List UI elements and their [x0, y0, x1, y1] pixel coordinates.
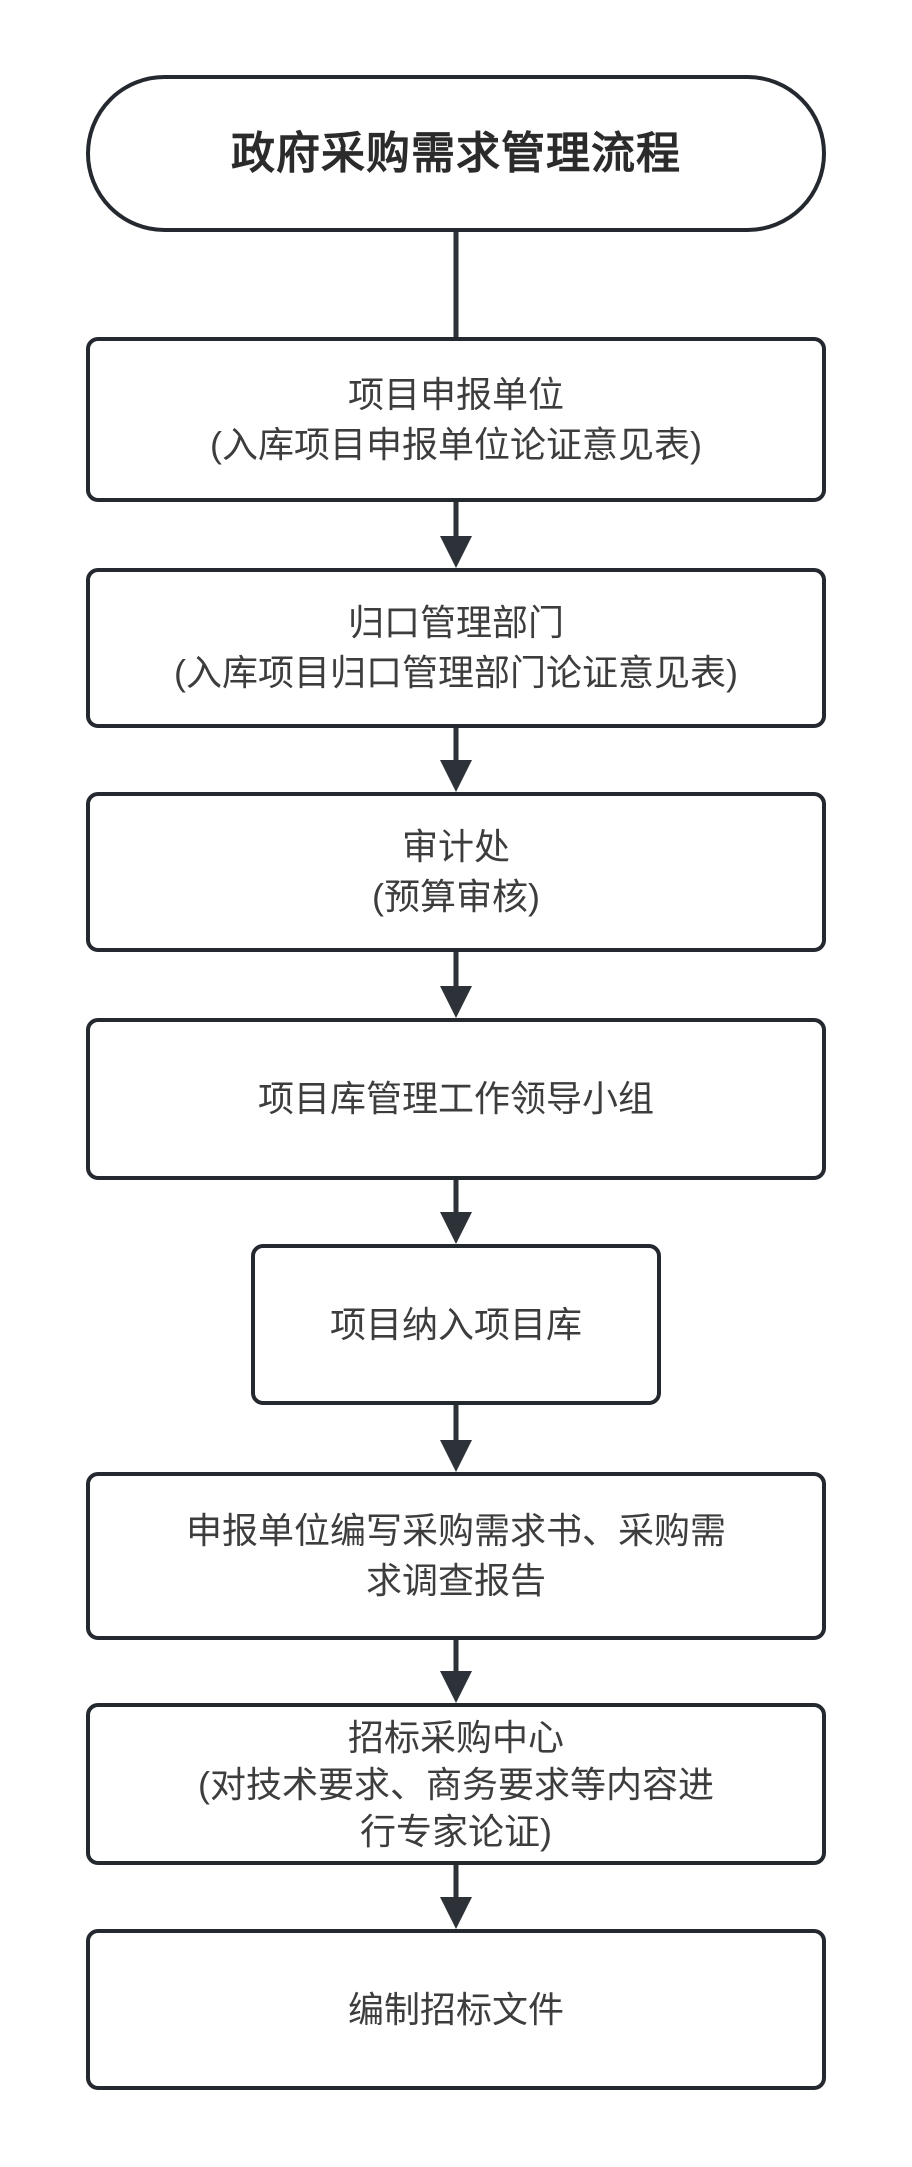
- arrow-down-icon: [440, 1212, 472, 1244]
- node-sublabel: (预算审核): [372, 876, 540, 917]
- connector-stem: [453, 1405, 459, 1442]
- connector-stem: [453, 1180, 459, 1214]
- arrow-down-icon: [440, 760, 472, 792]
- flowchart-title: 政府采购需求管理流程: [231, 128, 681, 178]
- node-label: 求调查报告: [365, 1560, 546, 1601]
- node-bidding-center: 招标采购中心 (对技术要求、商务要求等内容进 行专家论证): [86, 1703, 826, 1865]
- node-label: 项目申报单位: [347, 373, 564, 415]
- connector-arrow: [436, 1405, 476, 1472]
- node-label: 申报单位编写采购需求书、采购需: [185, 1510, 726, 1551]
- node-sublabel: (入库项目归口管理部门论证意见表): [174, 652, 738, 693]
- connector-arrow: [436, 1640, 476, 1703]
- connector-stem: [453, 1865, 459, 1899]
- connector-stem: [453, 728, 459, 762]
- connector-arrow: [436, 502, 476, 568]
- node-sublabel: 行专家论证): [360, 1810, 552, 1852]
- connector-arrow: [436, 1180, 476, 1244]
- connector-arrow: [436, 1865, 476, 1929]
- node-label: 编制招标文件: [347, 1988, 564, 2030]
- node-label: 归口管理部门: [347, 602, 564, 643]
- connector-arrow: [436, 952, 476, 1018]
- connector-stem: [453, 1640, 459, 1673]
- node-title: 政府采购需求管理流程: [86, 75, 826, 232]
- node-demand-documents: 申报单位编写采购需求书、采购需 求调查报告: [86, 1472, 826, 1640]
- arrow-down-icon: [440, 1671, 472, 1703]
- connector-arrow: [436, 728, 476, 792]
- node-label: 审计处: [401, 826, 510, 867]
- node-label: 招标采购中心: [347, 1716, 564, 1758]
- arrow-down-icon: [440, 986, 472, 1018]
- arrow-down-icon: [440, 536, 472, 568]
- arrow-down-icon: [440, 1440, 472, 1472]
- connector-line: [436, 232, 476, 337]
- node-bid-document: 编制招标文件: [86, 1929, 826, 2090]
- arrow-down-icon: [440, 1897, 472, 1929]
- node-label: 项目纳入项目库: [329, 1303, 582, 1345]
- connector-stem: [453, 502, 459, 538]
- node-sublabel: (入库项目申报单位论证意见表): [210, 423, 702, 465]
- node-sublabel: (对技术要求、商务要求等内容进: [198, 1763, 714, 1805]
- node-management-dept: 归口管理部门 (入库项目归口管理部门论证意见表): [86, 568, 826, 728]
- node-label: 项目库管理工作领导小组: [257, 1078, 654, 1119]
- connector-stem: [453, 952, 459, 988]
- node-project-into-library: 项目纳入项目库: [251, 1244, 661, 1405]
- node-audit-office: 审计处 (预算审核): [86, 792, 826, 952]
- connector-stem: [453, 232, 459, 337]
- node-applicant-unit: 项目申报单位 (入库项目申报单位论证意见表): [86, 337, 826, 502]
- node-leading-group: 项目库管理工作领导小组: [86, 1018, 826, 1180]
